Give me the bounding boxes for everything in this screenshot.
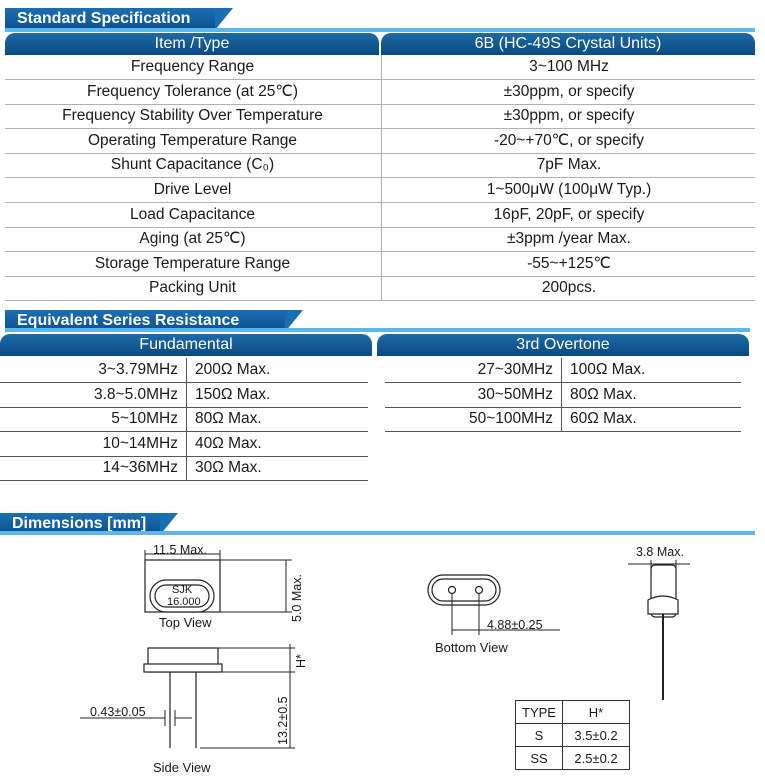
type-table-header: TYPE <box>515 700 563 724</box>
section-title-esr-text: Equivalent Series Resistance <box>17 312 240 329</box>
esr-resistance: 200Ω Max. <box>186 358 368 382</box>
table-row: Frequency Range 3~100 MHz <box>5 55 755 80</box>
spec-item-value: 3~100 MHz <box>381 55 756 79</box>
section-title-dims: Dimensions [mm] <box>0 513 178 535</box>
list-item: 3.8~5.0MHz 150Ω Max. <box>0 382 368 408</box>
table-row: Frequency Tolerance (at 25℃) ±30ppm, or s… <box>5 79 756 105</box>
spec-item-value: ±30ppm, or specify <box>381 104 756 129</box>
spec-item-value: 200pcs. <box>381 276 756 301</box>
type-table-cell: 2.5±0.2 <box>562 746 630 770</box>
lead-length-label: 13.2±0.5 <box>276 696 290 745</box>
lead-diameter-label: 0.43±0.05 <box>90 705 146 719</box>
table-row: Storage Temperature Range -55~+125℃ <box>5 251 756 277</box>
esr-resistance: 150Ω Max. <box>186 382 368 407</box>
type-table-cell: S <box>515 723 563 747</box>
dimension-drawing <box>80 550 690 749</box>
list-item: 30~50MHz 80Ω Max. <box>385 382 741 408</box>
esr-resistance: 30Ω Max. <box>186 456 368 481</box>
spec-item-name: Frequency Range <box>130 58 255 75</box>
type-table: TYPE H* S 3.5±0.2 SS 2.5±0.2 <box>515 700 630 770</box>
thickness-label: 3.8 Max. <box>636 545 684 559</box>
type-table-cell: SS <box>515 746 563 770</box>
top-view-label: Top View <box>159 615 212 630</box>
type-table-cell: 3.5±0.2 <box>562 723 630 747</box>
spec-item-value: -20~+70℃, or specify <box>381 128 756 153</box>
esr-header-overtone: 3rd Overtone <box>377 334 749 356</box>
h-label: H* <box>294 654 308 668</box>
spec-item-name: Frequency Stability Over Temperature <box>62 107 323 125</box>
list-item: 50~100MHz 60Ω Max. <box>385 407 741 433</box>
table-row: Load Capacitance 16pF, 20pF, or specify <box>5 202 756 228</box>
spec-item-value: -55~+125℃ <box>381 251 756 276</box>
spec-item-name: Shunt Capacitance (C₀) <box>110 156 275 174</box>
esr-resistance: 80Ω Max. <box>561 382 741 407</box>
esr-frequency: 3~3.79MHz <box>98 361 178 378</box>
esr-frequency: 3.8~5.0MHz <box>93 385 178 403</box>
pitch-label: 4.88±0.25 <box>487 618 543 632</box>
spec-item-name: Frequency Tolerance (at 25℃) <box>87 82 298 100</box>
spec-item-value: 1~500μW (100μW Typ.) <box>381 178 756 202</box>
esr-header-fundamental: Fundamental <box>0 334 372 356</box>
table-row: Frequency Stability Over Temperature ±30p… <box>5 104 756 130</box>
marking-line-2: 16.000 <box>167 596 201 608</box>
spec-item-name: Aging (at 25℃) <box>139 230 246 248</box>
spec-item-name: Storage Temperature Range <box>94 254 291 272</box>
table-row: Packing Unit 200pcs. <box>5 276 756 302</box>
table-row: Drive Level 1~500μW (100μW Typ.) <box>5 178 755 203</box>
esr-resistance: 40Ω Max. <box>186 431 368 456</box>
section-divider <box>5 28 755 32</box>
spec-item-name: Operating Temperature Range <box>87 131 298 149</box>
bottom-view-label: Bottom View <box>435 640 508 655</box>
section-divider <box>5 328 750 332</box>
list-item: 3~3.79MHz 200Ω Max. <box>0 358 368 383</box>
spec-header-item: Item /Type <box>5 33 379 55</box>
section-divider <box>0 531 755 535</box>
esr-resistance: 80Ω Max. <box>186 407 368 432</box>
table-row: Operating Temperature Range -20~+70℃, or … <box>5 128 756 154</box>
side-view-label: Side View <box>153 760 211 775</box>
spec-item-name: Drive Level <box>153 181 232 198</box>
dim-height-label: 5.0 Max. <box>290 574 304 622</box>
esr-frequency: 10~14MHz <box>102 434 178 452</box>
table-row: Shunt Capacitance (C₀) 7pF Max. <box>5 153 756 179</box>
esr-frequency: 50~100MHz <box>468 410 553 428</box>
section-title-dims-text: Dimensions [mm] <box>12 515 147 532</box>
section-title-spec-text: Standard Specification <box>17 10 191 27</box>
spec-item-value: ±3ppm /year Max. <box>381 227 756 252</box>
table-row: Aging (at 25℃) ±3ppm /year Max. <box>5 227 756 253</box>
section-title-esr: Equivalent Series Resistance <box>5 310 303 332</box>
esr-frequency: 30~50MHz <box>477 385 553 403</box>
spec-item-name: Load Capacitance <box>130 205 255 223</box>
list-item: 14~36MHz 30Ω Max. <box>0 456 368 482</box>
list-item: 27~30MHz 100Ω Max. <box>385 358 741 383</box>
esr-resistance: 100Ω Max. <box>561 358 741 382</box>
spec-header-type: 6B (HC-49S Crystal Units) <box>381 33 755 55</box>
spec-item-value: ±30ppm, or specify <box>381 79 756 104</box>
esr-frequency: 5~10MHz <box>111 410 178 428</box>
esr-frequency: 27~30MHz <box>477 361 553 378</box>
list-item: 5~10MHz 80Ω Max. <box>0 407 368 433</box>
type-table-header: H* <box>562 700 630 724</box>
list-item: 10~14MHz 40Ω Max. <box>0 431 368 457</box>
marking-line-1: SJK <box>172 584 193 596</box>
spec-item-value: 16pF, 20pF, or specify <box>381 202 756 227</box>
esr-resistance: 60Ω Max. <box>561 407 741 432</box>
section-title-spec: Standard Specification <box>5 8 233 30</box>
dim-width-label: 11.5 Max. <box>153 543 207 557</box>
spec-item-value: 7pF Max. <box>381 153 756 178</box>
spec-item-name: Packing Unit <box>148 279 236 297</box>
esr-frequency: 14~36MHz <box>102 459 178 477</box>
